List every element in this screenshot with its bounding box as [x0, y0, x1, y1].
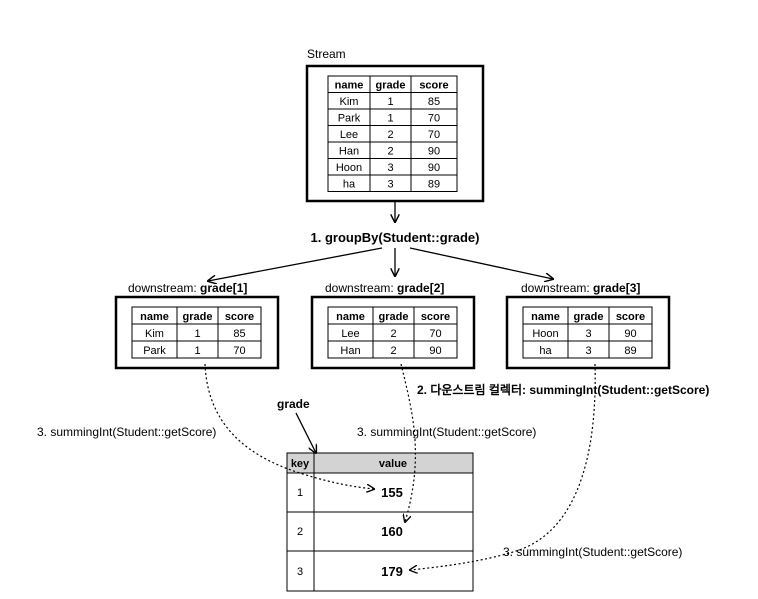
group-to-downstream1-arrow — [208, 247, 383, 281]
downstream3-table-cell: ha — [539, 345, 552, 357]
result-header-value: value — [379, 458, 407, 470]
stream-table-cell: Lee — [340, 129, 358, 141]
downstream1-box — [114, 295, 280, 370]
downstream1-table-cell: 1 — [194, 345, 200, 357]
stream-table-cell: 70 — [428, 129, 440, 141]
stream-table-cell: 89 — [428, 179, 440, 191]
downstream1-table-cell: 1 — [194, 328, 200, 340]
downstream1-table-cell: 70 — [233, 345, 245, 357]
stream-table-cell: 2 — [387, 146, 393, 158]
stream-table-header-score: score — [419, 80, 448, 92]
downstream2-table-header-grade: grade — [379, 311, 409, 323]
stream-table-cell: 1 — [387, 113, 393, 125]
downstream3-table-header-score: score — [616, 311, 645, 323]
group-to-downstream3-arrow — [409, 247, 553, 279]
result-value-3: 179 — [381, 564, 403, 579]
downstream2-box — [310, 295, 476, 370]
downstream2-table-cell: 70 — [429, 328, 441, 340]
summing-label-2: 3. summingInt(Student::getScore) — [357, 425, 536, 439]
downstream1-table-header-grade: grade — [183, 311, 213, 323]
downstream1-table-cell: 85 — [233, 328, 245, 340]
group-label: 1. groupBy(Student::grade) — [311, 230, 480, 245]
downstream1-table-header-name: name — [140, 311, 169, 323]
downstream3-table-cell: 3 — [585, 328, 591, 340]
result-value-2: 160 — [381, 524, 403, 539]
stream-table-cell: Kim — [340, 96, 359, 108]
result-key-3: 3 — [297, 566, 303, 578]
downstream2-table-cell: Han — [340, 345, 360, 357]
stream-table-cell: 90 — [428, 146, 440, 158]
downstream2-table-cell: 2 — [390, 345, 396, 357]
grade-to-key-arrow — [295, 412, 316, 453]
stream-table-cell: 3 — [387, 179, 393, 191]
downstream3-table-cell: Hoon — [532, 328, 558, 340]
downstream2-table-border — [327, 306, 458, 359]
result-value-1: 155 — [381, 485, 403, 500]
result-key-1: 1 — [297, 487, 303, 499]
stream-table-cell: 2 — [387, 129, 393, 141]
result-table: key value 1 155 2 160 3 179 — [286, 452, 474, 592]
downstream3-table-cell: 3 — [585, 345, 591, 357]
stream-table-cell: 70 — [428, 113, 440, 125]
stream-table-header-grade: grade — [376, 80, 406, 92]
stream-table-cell: Han — [339, 146, 359, 158]
downstream2-table-cell: 90 — [429, 345, 441, 357]
summing-label-1: 3. summingInt(Student::getScore) — [37, 425, 216, 439]
downstream3-table-header-grade: grade — [574, 311, 604, 323]
downstream2-table-cell: Lee — [341, 328, 359, 340]
result-header-key: key — [291, 458, 310, 470]
downstream3-table-border — [522, 306, 653, 359]
downstream1-title: downstream: grade[1] — [128, 281, 247, 295]
stream-table-cell: Park — [338, 113, 361, 125]
stream-table-cell: Hoon — [336, 162, 362, 174]
downstream2-title: downstream: grade[2] — [325, 281, 444, 295]
summing-label-3: 3. summingInt(Student::getScore) — [503, 545, 682, 559]
downstream1-table-border — [131, 306, 262, 359]
downstream1-table-cell: Park — [143, 345, 166, 357]
downstream3-table-cell: 89 — [624, 345, 636, 357]
grade-label: grade — [277, 397, 310, 411]
collector-label: 2. 다운스트림 컬렉터: summingInt(Student::getSco… — [417, 382, 709, 397]
downstream2-table-cell: 2 — [390, 328, 396, 340]
dotted-arrow-to-160 — [400, 363, 417, 522]
downstream3-table-header-name: name — [531, 311, 560, 323]
downstream2-table-header-score: score — [421, 311, 450, 323]
downstream3-table-cell: 90 — [624, 328, 636, 340]
result-key-2: 2 — [297, 526, 303, 538]
stream-table-border — [327, 75, 458, 192]
downstream1-table-cell: Kim — [145, 328, 164, 340]
stream-table-cell: 90 — [428, 162, 440, 174]
stream-table-cell: ha — [343, 179, 356, 191]
downstream3-title: downstream: grade[3] — [521, 281, 640, 295]
downstream1-table-header-score: score — [225, 311, 254, 323]
dotted-arrow-to-155 — [204, 363, 374, 489]
stream-title: Stream — [307, 47, 346, 61]
stream-table-header-name: name — [335, 80, 364, 92]
downstream3-box — [505, 295, 671, 370]
stream-table-cell: 3 — [387, 162, 393, 174]
stream-table-cell: 1 — [387, 96, 393, 108]
downstream2-table-header-name: name — [336, 311, 365, 323]
stream-table-cell: 85 — [428, 96, 440, 108]
result-border — [286, 452, 474, 592]
